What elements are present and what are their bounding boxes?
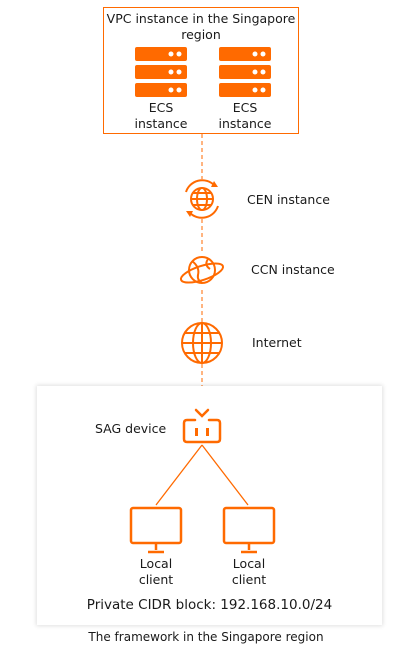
server-stack-icon	[219, 47, 271, 97]
sag-to-client-link	[155, 444, 203, 506]
ecs-instance-label: ECS instance	[210, 100, 280, 132]
server-stack-icon	[135, 47, 187, 97]
ccn-instance-label: CCN instance	[251, 262, 335, 277]
figure-caption: The framework in the Singapore region	[88, 630, 324, 644]
local-site-panel	[37, 386, 382, 625]
monitor-icon	[222, 506, 276, 554]
local-client-label: Local client	[219, 556, 279, 588]
client-label-line2: client	[231, 572, 267, 587]
sag-device-label: SAG device	[95, 421, 167, 436]
cen-globe-icon	[185, 179, 219, 219]
sag-device-icon	[182, 408, 222, 444]
monitor-icon	[129, 506, 183, 554]
internet-globe-icon	[181, 322, 223, 364]
ecs-instance-label: ECS instance	[126, 100, 196, 132]
internet-label: Internet	[252, 335, 302, 350]
local-client-label: Local client	[126, 556, 186, 588]
client-label-line1: Local	[139, 556, 173, 571]
ecs-label-line2: instance	[218, 116, 272, 131]
vpc-title: VPC instance in the Singapore region	[106, 11, 296, 42]
cen-instance-label: CEN instance	[247, 192, 330, 207]
client-label-line1: Local	[232, 556, 266, 571]
ecs-label-line2: instance	[134, 116, 188, 131]
ecs-label-line1: ECS	[232, 100, 258, 115]
ccn-orbit-icon	[179, 256, 225, 284]
sag-to-client-link	[201, 444, 249, 506]
client-label-line2: client	[138, 572, 174, 587]
private-cidr-label: Private CIDR block: 192.168.10.0/24	[86, 597, 333, 613]
ecs-label-line1: ECS	[148, 100, 174, 115]
